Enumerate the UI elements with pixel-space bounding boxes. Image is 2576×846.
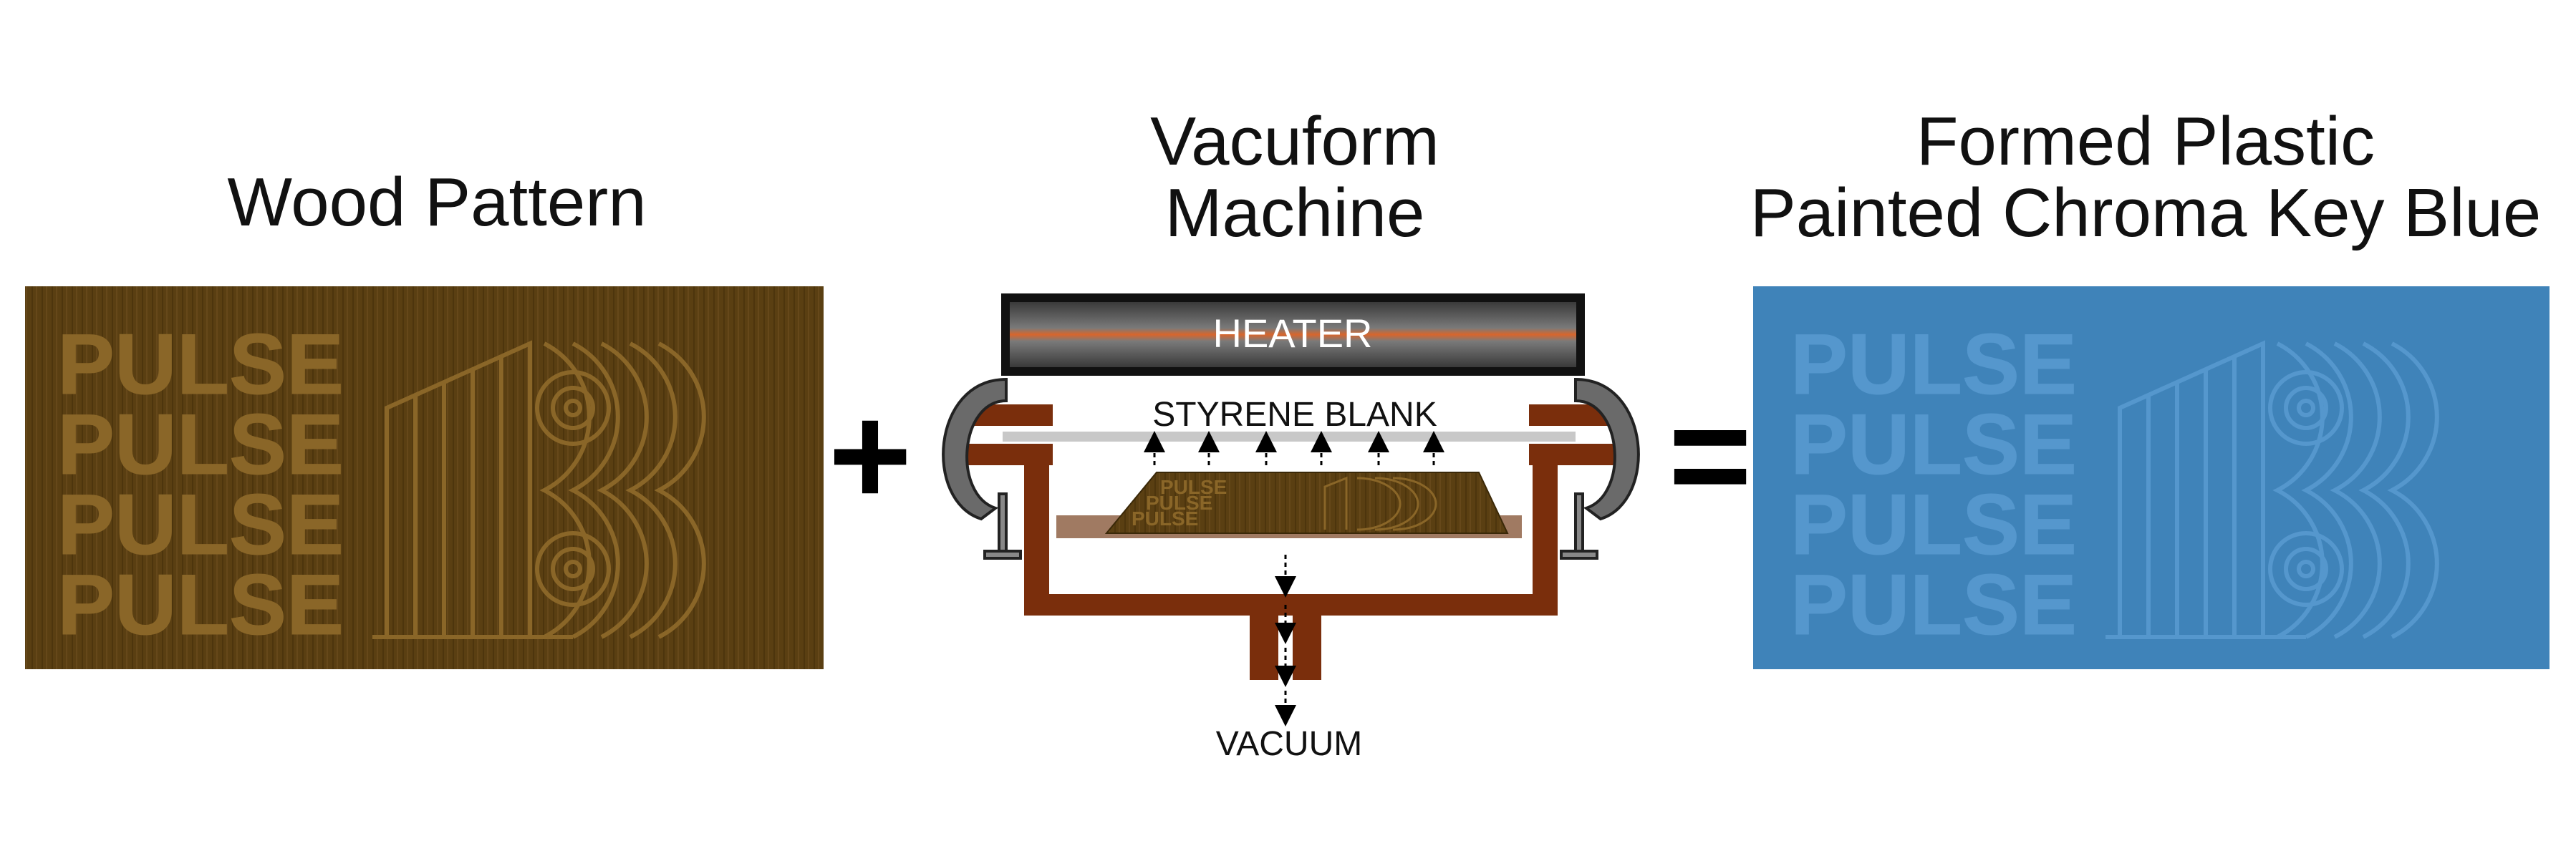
- equals-operator: =: [1669, 376, 1752, 535]
- svg-text:PULSE: PULSE: [1132, 507, 1198, 530]
- vacuform-title-line2: Machine: [1165, 175, 1425, 251]
- wood-pattern-panel: [25, 286, 824, 669]
- heater: HEATER: [1001, 293, 1585, 376]
- plastic-title-line2: Painted Chroma Key Blue: [1750, 175, 2542, 251]
- suction-arrows-up: [1144, 431, 1444, 465]
- machine-frame: [963, 404, 1619, 680]
- vacuform-machine: HEATER: [942, 293, 1640, 763]
- heater-label: HEATER: [1213, 311, 1373, 356]
- vacuform-title-line1: Vacuform: [1150, 103, 1439, 180]
- styrene-blank-label: STYRENE BLANK: [1152, 396, 1437, 434]
- plastic-title-line1: Formed Plastic: [1916, 103, 2375, 180]
- left-clamp-icon: [942, 377, 1022, 560]
- plus-operator: +: [829, 376, 912, 535]
- mini-wood-pattern: PULSE PULSE PULSE: [1104, 472, 1509, 534]
- svg-text:PULSE: PULSE: [1160, 476, 1227, 498]
- vacuum-label: VACUUM: [1216, 725, 1362, 763]
- right-clamp-icon: [1560, 377, 1640, 560]
- svg-text:PULSE: PULSE: [1146, 492, 1212, 514]
- wood-pattern-title: Wood Pattern: [227, 164, 646, 240]
- formed-plastic-panel: [1753, 286, 2550, 669]
